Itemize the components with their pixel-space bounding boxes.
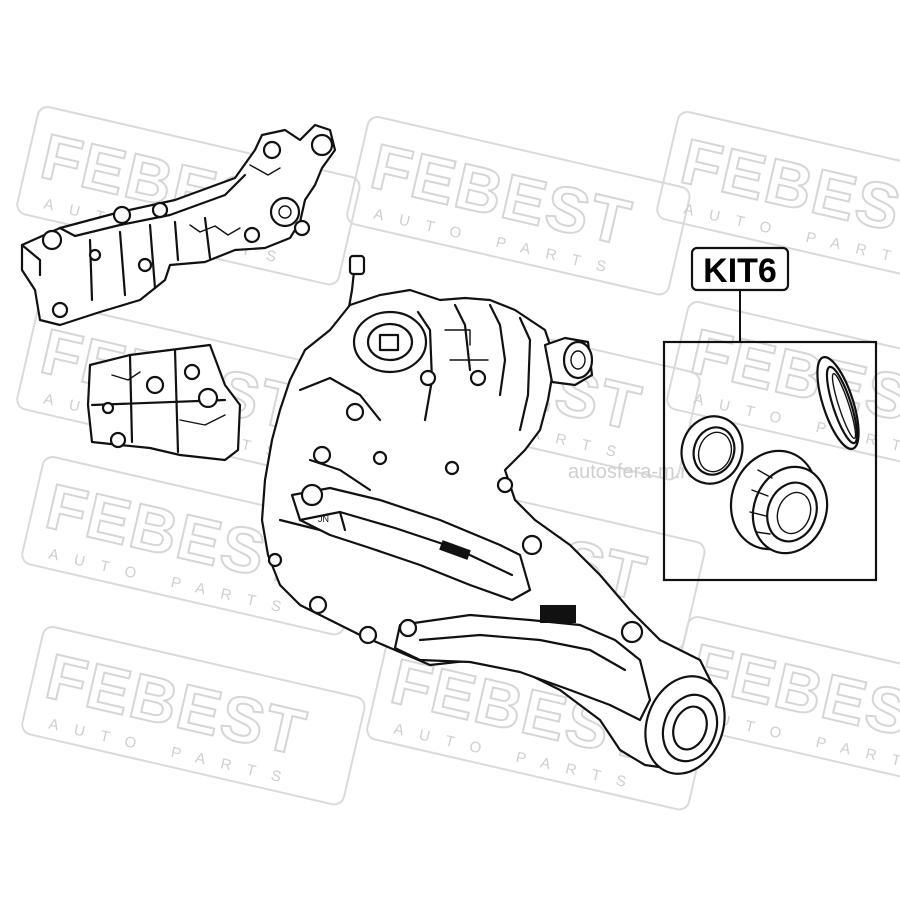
oil-seal-icon — [680, 415, 744, 485]
watermark: FEBEST AUTO PARTS — [21, 625, 366, 806]
kit-callout: KIT6 — [662, 246, 878, 582]
mount-plate-icon — [86, 343, 242, 462]
retaining-ring-icon — [816, 356, 860, 450]
svg-text:JN: JN — [318, 514, 329, 524]
bearing-icon — [729, 449, 829, 555]
rear-differential-icon: JN — [260, 254, 726, 775]
watermark: FEBEST AUTO PARTS — [346, 115, 691, 296]
site-watermark: autosfera-m.ru — [568, 461, 698, 483]
kit-frame — [662, 340, 878, 582]
mount-bracket-icon — [20, 123, 337, 327]
kit-label: KIT6 — [703, 252, 777, 290]
